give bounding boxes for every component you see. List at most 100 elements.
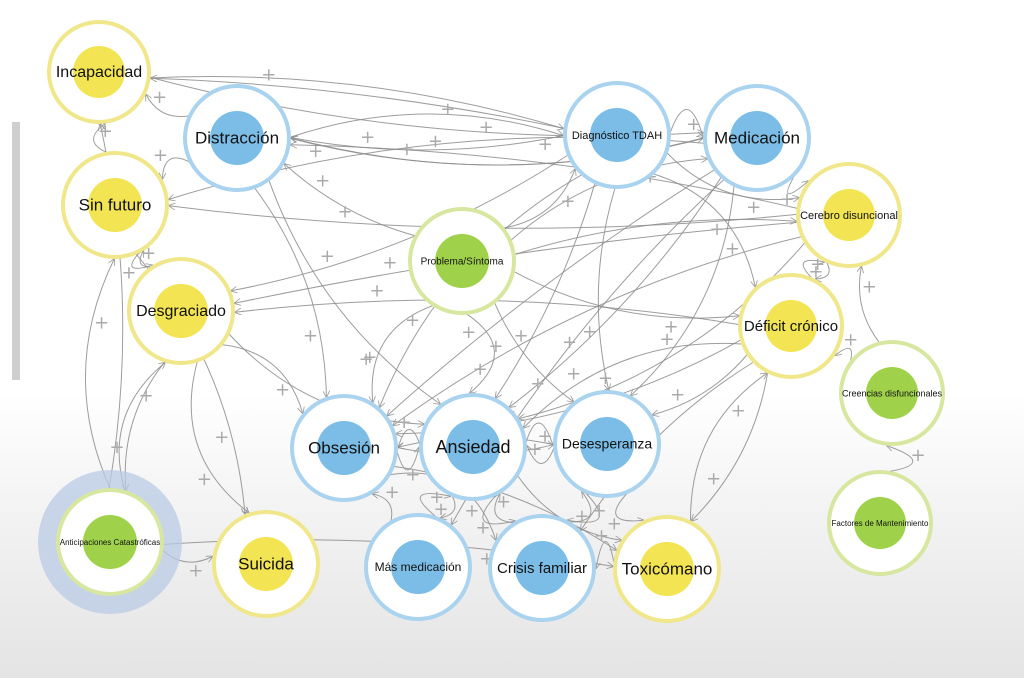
node-label: Medicación xyxy=(714,128,800,147)
node-incapacidad[interactable]: Incapacidad xyxy=(47,20,151,124)
node-desesperanza[interactable]: Desesperanza xyxy=(553,390,661,498)
node-label: Problema/Síntoma xyxy=(421,257,504,268)
node-label: Desgraciado xyxy=(136,303,226,320)
edge-sign-plus: + xyxy=(527,439,542,460)
node-factores[interactable]: Factores de Mantenimiento xyxy=(827,470,933,576)
edge-sign-plus: + xyxy=(530,373,545,394)
edge-sign-plus: + xyxy=(428,131,443,152)
edge-sign-plus: + xyxy=(513,325,528,346)
node-ansiedad[interactable]: Ansiedad xyxy=(419,393,527,501)
edge-sign-plus: + xyxy=(261,64,276,85)
edge-sign-plus: + xyxy=(440,99,455,120)
edge-sign-plus: + xyxy=(725,239,740,260)
node-core xyxy=(730,111,784,165)
node-core xyxy=(391,540,445,594)
edge-diagnostico-to-incapacidad xyxy=(151,78,566,130)
edge-sign-plus: + xyxy=(594,526,609,547)
node-problema[interactable]: Problema/Síntoma xyxy=(408,207,516,315)
edge-distraccion-to-ansiedad xyxy=(268,179,441,404)
node-sin-futuro[interactable]: Sin futuro xyxy=(61,151,169,259)
node-core xyxy=(210,111,264,165)
edge-sign-plus: + xyxy=(538,134,553,155)
edge-sign-plus: + xyxy=(706,469,721,490)
edge-sign-plus: + xyxy=(537,426,552,447)
edge-medicacion-to-ansiedad xyxy=(510,176,723,407)
edge-sign-plus: + xyxy=(315,171,330,192)
node-core xyxy=(73,46,125,98)
node-diagnostico[interactable]: Diagnóstico TDAH xyxy=(563,81,671,189)
edge-sign-plus: + xyxy=(479,117,494,138)
edge-ansiedad-to-desesperanza xyxy=(524,422,553,446)
node-label: Diagnóstico TDAH xyxy=(572,130,662,142)
node-label: Factores de Mantenimiento xyxy=(832,519,929,528)
node-core xyxy=(590,108,644,162)
edge-anticipaciones-to-sin-futuro xyxy=(85,259,114,491)
edge-mas-medicacion-to-obsesion xyxy=(373,494,393,523)
edge-desgraciado-to-anticipaciones xyxy=(125,360,167,491)
node-label: Toxicómano xyxy=(622,559,713,578)
edge-sign-plus: + xyxy=(121,263,136,284)
edge-problema-to-desesperanza xyxy=(493,301,573,402)
node-crisis[interactable]: Crisis familiar xyxy=(488,514,596,622)
edge-sign-plus: + xyxy=(382,253,397,274)
edge-crisis-to-desesperanza xyxy=(566,492,592,523)
edge-sign-plus: + xyxy=(405,465,420,486)
edge-sign-plus: + xyxy=(399,139,414,160)
edge-sign-plus: + xyxy=(862,276,877,297)
edge-sign-plus: + xyxy=(188,561,203,582)
node-suicida[interactable]: Suicida xyxy=(212,510,320,618)
edge-sign-plus: + xyxy=(94,313,109,334)
edge-sign-plus: + xyxy=(152,87,167,108)
edge-cerebro-to-obsesion xyxy=(393,235,803,425)
node-core xyxy=(866,367,918,419)
node-medicacion[interactable]: Medicación xyxy=(703,84,811,192)
edge-deficit-to-ansiedad xyxy=(524,342,744,427)
scroll-indicator xyxy=(12,122,20,380)
edge-sign-plus: + xyxy=(566,364,581,385)
edge-sign-plus: + xyxy=(560,191,575,212)
node-anticipaciones[interactable]: Anticipaciones Catastróficas xyxy=(38,470,182,614)
edge-sign-plus: + xyxy=(659,329,674,350)
edge-desgraciado-to-ansiedad xyxy=(227,332,424,424)
edge-sign-plus: + xyxy=(592,501,607,522)
edge-diagnostico-to-ansiedad xyxy=(496,182,596,398)
edge-deficit-to-toxicomano xyxy=(692,371,769,521)
node-desgraciado[interactable]: Desgraciado xyxy=(127,257,235,365)
edge-problema-to-diagnostico xyxy=(502,169,575,229)
node-cerebro[interactable]: Cerebro disuncional xyxy=(796,162,902,268)
edge-sign-plus: + xyxy=(139,386,154,407)
edge-desesperanza-to-toxicomano xyxy=(615,490,644,521)
node-deficit[interactable]: Déficit crónico xyxy=(738,273,844,379)
node-core xyxy=(88,178,142,232)
node-label: Desesperanza xyxy=(562,436,652,452)
edge-sign-plus: + xyxy=(308,141,323,162)
node-label: Creencias disfuncionales xyxy=(842,388,943,398)
edge-distraccion-to-sin-futuro xyxy=(162,157,192,179)
edge-sign-plus: + xyxy=(710,219,725,240)
node-core xyxy=(823,189,875,241)
edge-sign-plus: + xyxy=(562,332,577,353)
node-core xyxy=(154,284,208,338)
edge-sign-plus: + xyxy=(275,380,290,401)
edge-obsesion-to-ansiedad xyxy=(395,447,419,471)
node-core xyxy=(640,542,694,596)
edge-sign-plus: + xyxy=(475,518,490,539)
edge-sign-plus: + xyxy=(461,322,476,343)
node-creencias[interactable]: Creencias disfuncionales xyxy=(839,340,945,446)
node-distraccion[interactable]: Distracción xyxy=(183,84,291,192)
node-core xyxy=(765,300,817,352)
node-core xyxy=(446,420,500,474)
node-label: Incapacidad xyxy=(56,64,142,81)
node-toxicomano[interactable]: Toxicómano xyxy=(613,515,721,623)
edge-sign-plus: + xyxy=(731,400,746,421)
edge-desgraciado-to-suicida xyxy=(190,360,249,513)
node-core xyxy=(515,541,569,595)
edge-problema-to-distraccion xyxy=(284,164,417,237)
edge-sign-plus: + xyxy=(686,114,701,135)
node-core xyxy=(239,537,293,591)
edge-sign-plus: + xyxy=(153,145,168,166)
node-mas-medicacion[interactable]: Más medicación xyxy=(364,513,472,621)
node-obsesion[interactable]: Obsesión xyxy=(290,394,398,502)
edge-diagnostico-to-desesperanza xyxy=(597,186,616,390)
edge-distraccion-to-incapacidad xyxy=(146,94,191,117)
